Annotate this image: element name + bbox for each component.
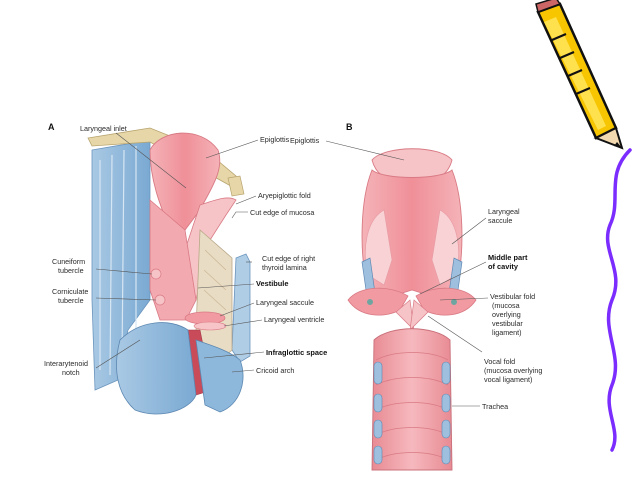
label-cuneiform-2: tubercle: [58, 266, 84, 275]
label-middle-part: Middle part: [488, 253, 528, 262]
label-laryngeal-saccule-a: Laryngeal saccule: [256, 298, 314, 307]
label-cut-edge-thyroid: Cut edge of right: [262, 254, 315, 263]
label-vestibular-fold: Vestibular fold: [490, 292, 535, 301]
label-cricoid-arch: Cricoid arch: [256, 366, 294, 375]
label-laryngeal-ventricle: Laryngeal ventricle: [264, 315, 324, 324]
label-cut-edge-thyroid-2: thyroid lamina: [262, 263, 307, 272]
label-trachea: Trachea: [482, 402, 508, 411]
label-cuneiform: Cuneiform: [52, 257, 85, 266]
purple-border-line: [605, 148, 632, 452]
label-vestibular-fold-2: (mucosa: [492, 301, 520, 310]
label-vocal-fold-3: vocal ligament): [484, 375, 532, 384]
label-interarytenoid-2: notch: [62, 368, 80, 377]
label-epiglottis-a: Epiglottis: [260, 135, 290, 144]
label-laryngeal-saccule-b-2: saccule: [488, 216, 512, 225]
label-laryngeal-saccule-b: Laryngeal: [488, 207, 520, 216]
panel-b-illustration: [347, 148, 477, 471]
pencil-icon: [535, 0, 624, 150]
label-cut-edge-mucosa: Cut edge of mucosa: [250, 208, 314, 217]
label-corniculate-2: tubercle: [58, 296, 84, 305]
label-epiglottis-b: Epiglottis: [290, 136, 320, 145]
label-vocal-fold: Vocal fold: [484, 357, 515, 366]
label-vocal-fold-2: (mucosa overlying: [484, 366, 542, 375]
label-middle-part-2: of cavity: [488, 262, 519, 271]
label-vestibule: Vestibule: [256, 279, 288, 288]
panel-a-leaders: [95, 132, 265, 373]
label-aryepiglottic-fold: Aryepiglottic fold: [258, 191, 311, 200]
panel-b-letter: B: [346, 122, 353, 132]
panel-b-leaders: [325, 140, 489, 407]
label-laryngeal-inlet: Laryngeal inlet: [80, 124, 127, 133]
panel-a-letter: A: [48, 122, 55, 132]
label-interarytenoid: Interarytenoid: [44, 359, 88, 368]
label-corniculate: Corniculate: [52, 287, 88, 296]
label-vestibular-fold-4: vestibular: [492, 319, 523, 328]
label-vestibular-fold-3: overlying: [492, 310, 521, 319]
panel-a-illustration: [87, 127, 251, 415]
label-vestibular-fold-5: ligament): [492, 328, 522, 337]
label-infraglottic-space: Infraglottic space: [266, 348, 327, 357]
